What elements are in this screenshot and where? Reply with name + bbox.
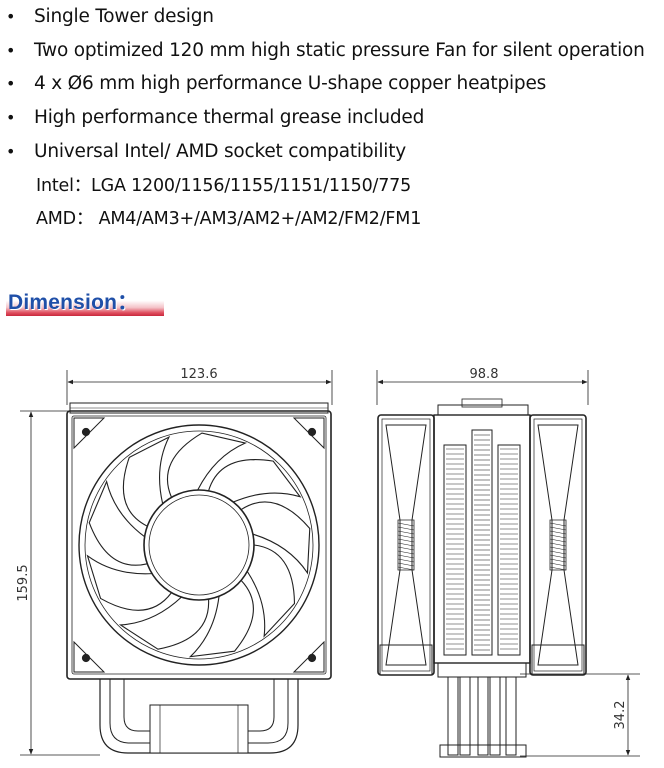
bullet: • [6, 142, 16, 161]
feature-item: • Single Tower design [6, 4, 214, 30]
feature-item: • Universal Intel/ AMD socket compatibili… [6, 139, 406, 165]
bullet: • [6, 108, 16, 127]
intel-socket-line: Intel：LGA 1200/1156/1155/1151/1150/775 [36, 176, 412, 196]
right-fan [529, 414, 587, 676]
feature-item: • 4 x Ø6 mm high performance U-shape copp… [6, 71, 546, 97]
screw-icon [81, 427, 91, 437]
dimension-drawing: 123.6 98.8 159.5 34.2 [16, 367, 640, 758]
screw-icon [81, 653, 91, 663]
feature-text: Universal Intel/ AMD socket compatibilit… [34, 141, 406, 162]
front-view [20, 370, 333, 756]
screw-icon [307, 427, 317, 437]
height-label: 159.5 [16, 564, 31, 601]
left-fan [377, 414, 435, 676]
bullet: • [6, 7, 16, 26]
feature-text: High performance thermal grease included [34, 107, 425, 128]
section-title: Dimension： [8, 291, 139, 314]
fan-frame [66, 410, 332, 680]
section-banner [6, 288, 164, 316]
side-view [376, 370, 640, 758]
bullet: • [6, 74, 16, 93]
feature-text: Two optimized 120 mm high static pressur… [34, 40, 645, 61]
fan-blades [86, 432, 311, 658]
base-label: 34.2 [613, 701, 628, 730]
feature-text: 4 x Ø6 mm high performance U-shape coppe… [34, 73, 547, 94]
screw-icon [307, 653, 317, 663]
feature-text: Single Tower design [34, 6, 214, 27]
amd-socket-line: AMD： AM4/AM3+/AM3/AM2+/AM2/FM2/FM1 [36, 209, 422, 229]
bullet: • [6, 41, 16, 60]
depth-label: 98.8 [470, 367, 499, 382]
feature-item: • High performance thermal grease include… [6, 105, 424, 131]
fan-hub [143, 489, 255, 601]
width-label: 123.6 [180, 367, 217, 382]
feature-item: • Two optimized 120 mm high static pressu… [6, 38, 645, 64]
